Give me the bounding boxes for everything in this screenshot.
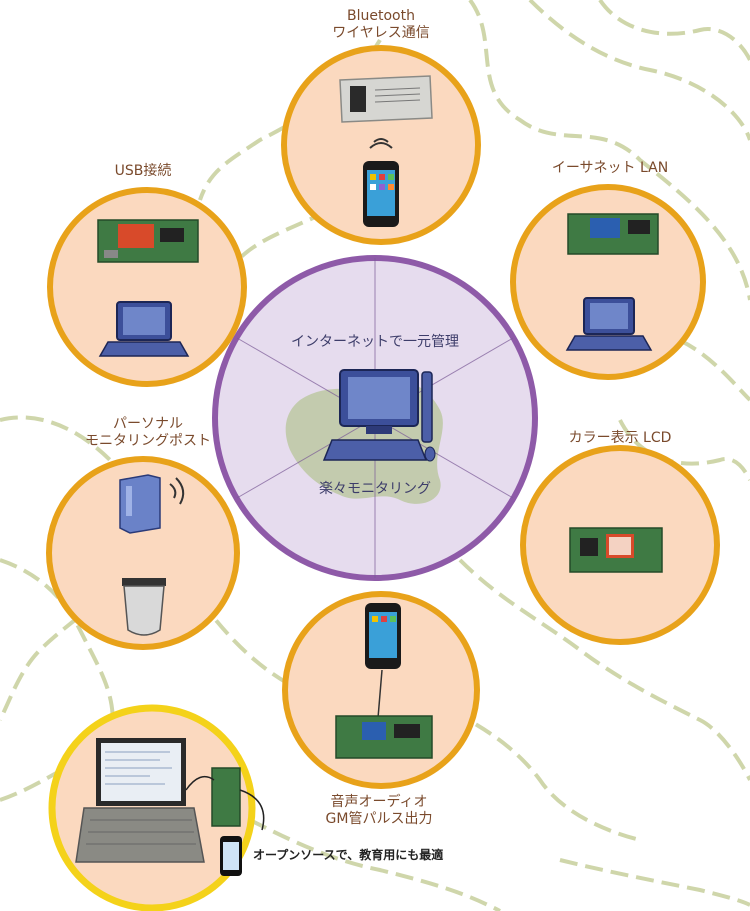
circuit-board-icon [335, 715, 433, 759]
audio-label: 音声オーディオ GM管パルス出力 [314, 794, 444, 828]
bluetooth-module-icon [339, 75, 433, 123]
monitoring-post-label-line2: モニタリングポスト [85, 433, 211, 449]
circuit-board-icon [97, 219, 199, 263]
center-subtitle: 楽々モニタリング [319, 481, 431, 497]
node-monitoring-post [46, 456, 240, 650]
lcd-label: カラー表示 LCD [568, 430, 672, 446]
smartphone-icon [220, 836, 242, 876]
geiger-tube-icon [122, 578, 166, 636]
central-hub [212, 255, 538, 581]
bluetooth-label-line1: Bluetooth [347, 8, 415, 24]
monitoring-post-label-line1: パーソナル [113, 416, 183, 432]
laptop-photo-icon [75, 738, 205, 863]
wireless-signal-icon [169, 477, 185, 505]
desktop-computer-icon [322, 369, 436, 462]
audio-label-line2: GM管パルス出力 [325, 811, 433, 827]
node-open-source [48, 704, 265, 911]
node-ethernet [510, 184, 706, 380]
usb-label: USB接続 [114, 163, 172, 179]
node-usb [47, 187, 247, 387]
monitoring-post-label: パーソナル モニタリングポスト [73, 416, 223, 450]
center-title: インターネットで一元管理 [291, 334, 459, 350]
circuit-board-icon [567, 213, 659, 255]
laptop-icon [565, 297, 653, 351]
laptop-icon [98, 301, 190, 357]
bluetooth-label-line2: ワイヤレス通信 [332, 25, 430, 41]
smartphone-icon [365, 603, 401, 669]
smartphone-icon [363, 161, 399, 227]
circuit-board-icon [211, 767, 241, 827]
node-bluetooth [281, 45, 481, 245]
node-audio [282, 591, 480, 789]
footer-caption: オープンソースで、教育用にも最適 [253, 848, 444, 862]
lcd-board-icon [569, 527, 663, 573]
audio-label-line1: 音声オーディオ [330, 794, 428, 810]
sensor-device-icon [119, 474, 161, 534]
wireless-signal-icon [369, 138, 393, 149]
node-lcd [520, 445, 720, 645]
ethernet-label: イーサネット LAN [551, 160, 669, 176]
bluetooth-label: Bluetooth ワイヤレス通信 [321, 8, 441, 42]
